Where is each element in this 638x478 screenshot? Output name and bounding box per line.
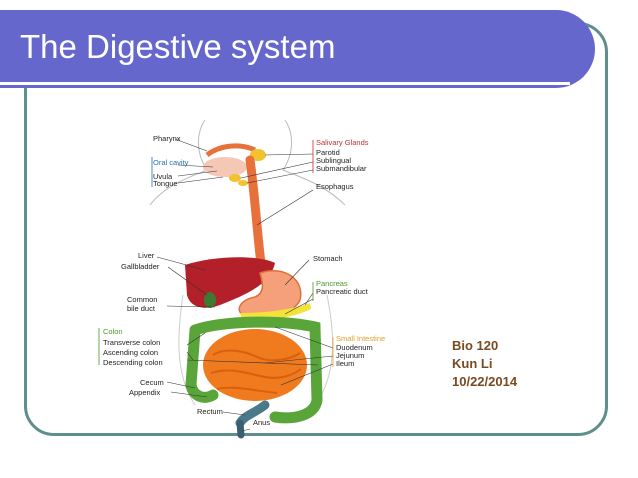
slide-caption: Bio 120 Kun Li 10/22/2014 — [452, 337, 517, 391]
label-common-bile-duct-line1: Common — [127, 295, 158, 304]
label-ileum: Ileum — [336, 359, 355, 368]
label-descending-colon: Descending colon — [103, 358, 163, 367]
digestive-system-diagram: Pharynx Oral cavity Uvula Tongue Liver G… — [95, 115, 425, 440]
title-underline — [0, 82, 570, 85]
label-transverse-colon: Transverse colon — [103, 338, 161, 347]
label-pancreas: Pancreas — [316, 279, 348, 288]
label-oral-cavity: Oral cavity — [153, 158, 189, 167]
slide-title: The Digestive system — [20, 28, 336, 65]
small-intestine-shape — [203, 329, 307, 401]
label-submandibular: Submandibular — [316, 164, 367, 173]
title-bar — [0, 10, 595, 88]
anus-shape — [236, 419, 245, 439]
label-stomach: Stomach — [313, 254, 343, 263]
label-anus: Anus — [253, 418, 271, 427]
label-colon: Colon — [103, 327, 123, 336]
pancreas-shape — [240, 303, 311, 321]
gallbladder-shape — [204, 292, 216, 308]
label-small-intestine: Small Intestine — [336, 334, 386, 343]
label-uvula: Uvula — [153, 172, 173, 181]
oral-cavity-shape — [203, 157, 247, 177]
label-jejunum: Jejunum — [336, 351, 365, 360]
label-liver: Liver — [138, 251, 155, 260]
label-duodenum: Duodenum — [336, 343, 373, 352]
label-rectum: Rectum — [197, 407, 223, 416]
sublingual-gland-shape — [229, 174, 241, 182]
label-pharynx: Pharynx — [153, 134, 181, 143]
label-tongue: Tongue — [153, 179, 178, 188]
caption-date: 10/22/2014 — [452, 374, 518, 389]
digestive-illustration — [98, 119, 346, 439]
label-ascending-colon: Ascending colon — [103, 348, 159, 357]
caption-author: Kun Li — [452, 356, 493, 371]
label-appendix: Appendix — [129, 388, 161, 397]
label-cecum: Cecum — [140, 378, 164, 387]
label-pancreatic-duct: Pancreatic duct — [316, 287, 368, 296]
label-gallbladder: Gallbladder — [121, 262, 160, 271]
label-sublingual: Sublingual — [316, 156, 352, 165]
label-parotid: Parotid — [316, 148, 340, 157]
caption-course: Bio 120 — [452, 338, 499, 353]
label-esophagus: Esophagus — [316, 182, 354, 191]
label-salivary-glands: Salivary Glands — [316, 138, 369, 147]
label-common-bile-duct-line2: bile duct — [127, 304, 155, 313]
